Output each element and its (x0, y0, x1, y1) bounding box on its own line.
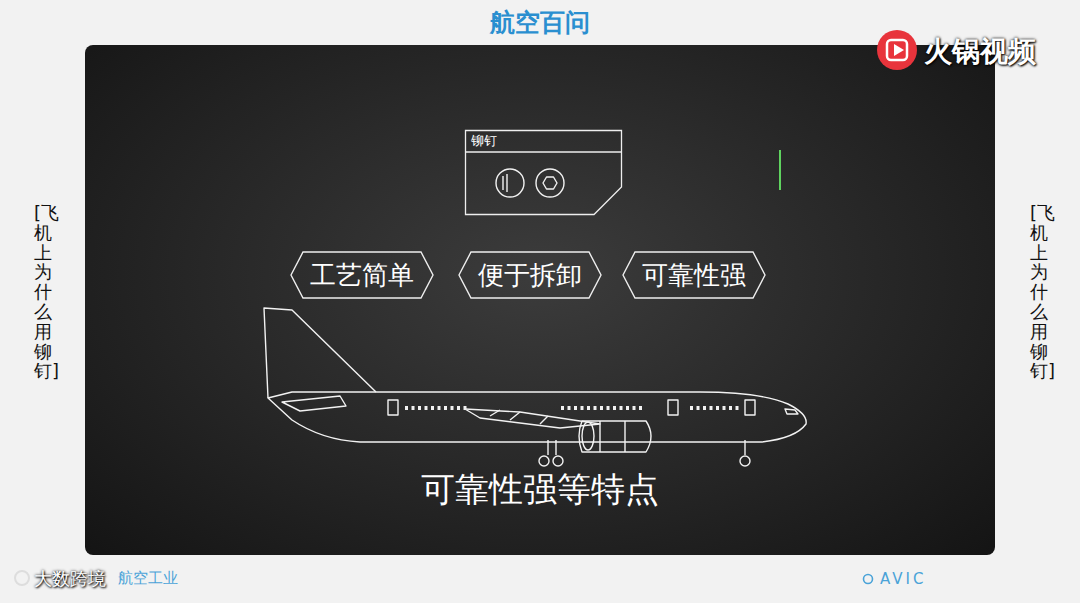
logo-icon (15, 571, 29, 585)
badge-label: 可靠性强 (622, 251, 766, 299)
rivet-icon (496, 169, 524, 197)
part-box: 铆钉 (465, 130, 622, 215)
brand-name: 航空工业 (118, 569, 178, 588)
badge-label: 便于拆卸 (458, 251, 602, 299)
watermark: 大数跨境 (34, 567, 106, 591)
feature-badge: 工艺简单 (290, 251, 434, 299)
cursor-mark (779, 150, 781, 190)
rivet-icon (536, 169, 564, 197)
page-title: 航空百问 (0, 6, 1080, 39)
logo-icon (864, 575, 873, 584)
badge-label: 工艺简单 (290, 251, 434, 299)
logo-icon (877, 30, 917, 70)
airplane (264, 308, 806, 466)
part-name: 铆钉 (465, 130, 622, 152)
side-title: [飞机上为什么用铆钉] (1030, 203, 1048, 381)
subtitle-caption: 可靠性强等特点 (0, 467, 1080, 513)
feature-badge: 便于拆卸 (458, 251, 602, 299)
feature-badge: 可靠性强 (622, 251, 766, 299)
side-title: [飞机上为什么用铆钉] (34, 203, 52, 381)
brand-name: AVIC (880, 570, 926, 588)
watermark: 火锅视频 (924, 33, 1036, 71)
